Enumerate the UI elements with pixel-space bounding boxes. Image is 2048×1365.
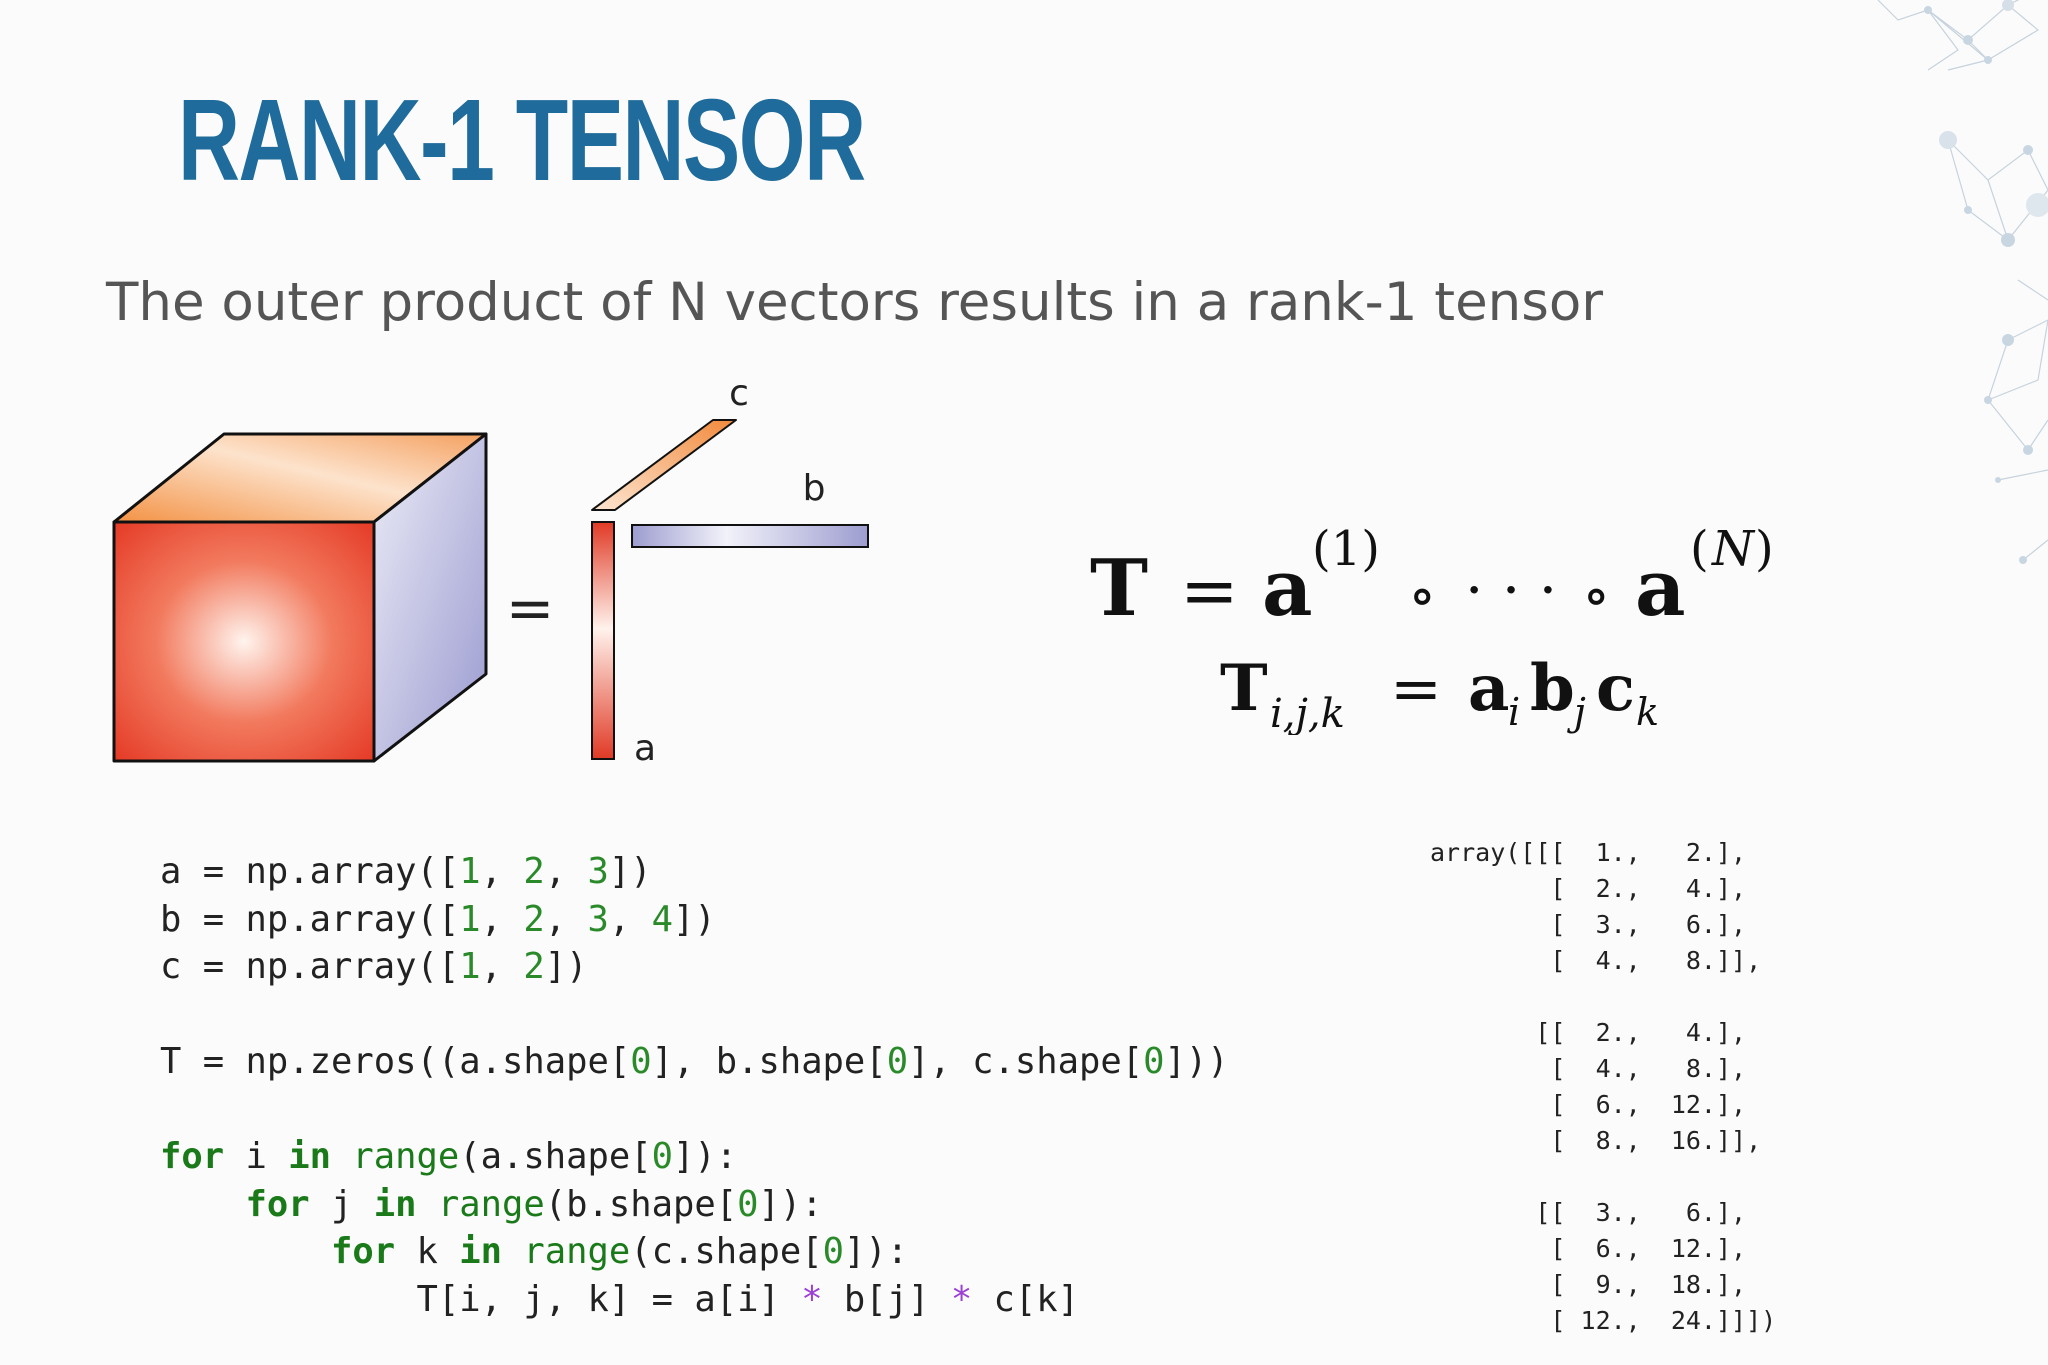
output-line: [ 4., 8.]], xyxy=(1430,946,1762,975)
code-line: b = np.array([1, 2, 3, 4]) xyxy=(160,898,716,940)
output-line: [ 3., 6.], xyxy=(1430,910,1747,939)
formula-outer-product: T = a (1) ∘ · · · ∘ a ( N ) xyxy=(1090,521,1774,634)
output-line: [ 6., 12.], xyxy=(1430,1090,1747,1119)
code-line: c = np.array([1, 2]) xyxy=(160,946,588,987)
svg-text:b: b xyxy=(1530,651,1575,726)
svg-text:T: T xyxy=(1220,651,1268,726)
code-line: for i in range(a.shape[0]): xyxy=(160,1136,738,1177)
label-a: a xyxy=(634,728,656,769)
formula-block: T = a (1) ∘ · · · ∘ a ( N ) T i,j,k = a … xyxy=(1090,521,1774,735)
output-line: [ 9., 18.], xyxy=(1430,1270,1747,1299)
output-line: array([[[ 1., 2.], xyxy=(1430,838,1747,867)
svg-text:i: i xyxy=(1508,690,1520,734)
output-line: [[ 3., 6.], xyxy=(1430,1198,1747,1227)
svg-text:N: N xyxy=(1711,521,1756,577)
output-line: [ 2., 4.], xyxy=(1430,874,1747,903)
svg-text:(1): (1) xyxy=(1312,521,1380,577)
output-line: [[ 2., 4.], xyxy=(1430,1018,1747,1047)
svg-text:(: ( xyxy=(1690,521,1709,577)
svg-text:=: = xyxy=(1180,550,1239,632)
code-line: T[i, j, k] = a[i] * b[j] * c[k] xyxy=(160,1278,1080,1320)
rank1-tensor-diagram: = a b c xyxy=(112,373,869,769)
output-line: [ 12., 24.]]]) xyxy=(1430,1306,1777,1335)
equals-sign: = xyxy=(506,574,555,642)
svg-text:T: T xyxy=(1090,543,1148,634)
svg-text:a: a xyxy=(1635,543,1686,634)
output-line: [ 4., 8.], xyxy=(1430,1054,1747,1083)
svg-text:· · ·: · · · xyxy=(1465,556,1557,624)
svg-text:a: a xyxy=(1468,651,1509,726)
python-code-block: a = np.array([1, 2, 3]) b = np.array([1,… xyxy=(160,848,1229,1323)
code-line: for k in range(c.shape[0]): xyxy=(330,1231,909,1272)
vector-b xyxy=(631,524,869,548)
svg-text:a: a xyxy=(1262,543,1313,634)
output-line: [ 8., 16.]], xyxy=(1430,1126,1762,1155)
formula-element-wise: T i,j,k = a i b j c k xyxy=(1220,651,1659,735)
code-line: for j in range(b.shape[0]): xyxy=(245,1183,823,1225)
label-c: c xyxy=(729,373,749,414)
slide-subtitle: The outer product of N vectors results i… xyxy=(106,272,1604,333)
svg-text:i,j,k: i,j,k xyxy=(1270,691,1345,735)
svg-text:∘: ∘ xyxy=(1408,561,1436,629)
output-line: [ 6., 12.], xyxy=(1430,1234,1747,1263)
label-b: b xyxy=(803,468,826,509)
svg-text:c: c xyxy=(1596,651,1635,726)
network-decoration xyxy=(1877,0,2048,564)
tensor-cube xyxy=(112,432,488,763)
svg-text:k: k xyxy=(1636,690,1659,734)
code-line: a = np.array([1, 2, 3]) xyxy=(160,851,652,892)
svg-text:): ) xyxy=(1755,521,1774,577)
cube-front-face xyxy=(112,520,376,763)
vector-c xyxy=(591,419,737,511)
array-output-block: array([[[ 1., 2.], [ 2., 4.], [ 3., 6.],… xyxy=(1430,835,1776,1339)
svg-text:∘: ∘ xyxy=(1582,561,1610,629)
vector-a xyxy=(591,521,615,760)
code-line: T = np.zeros((a.shape[0], b.shape[0], c.… xyxy=(160,1041,1229,1082)
svg-text:=: = xyxy=(1390,652,1442,725)
slide-title: RANK-1 TENSOR xyxy=(178,75,866,205)
